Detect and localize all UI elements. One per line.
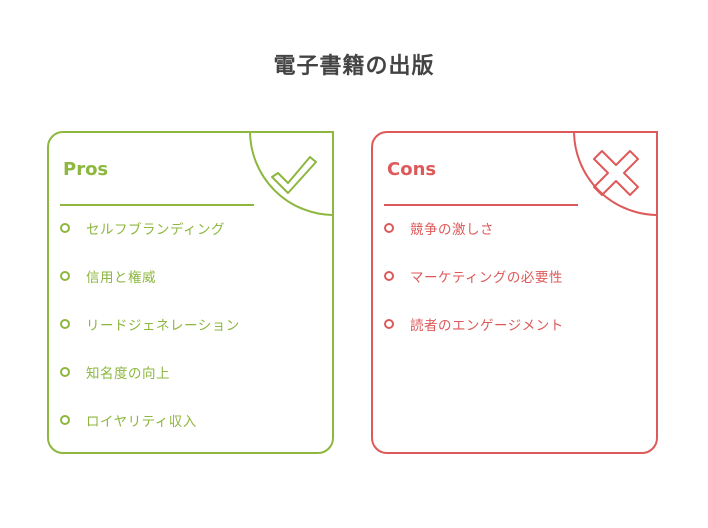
pros-item: リードジェネレーション	[60, 314, 240, 334]
circle-bullet-icon	[60, 415, 70, 425]
circle-bullet-icon	[60, 319, 70, 329]
check-icon	[271, 156, 317, 194]
circle-bullet-icon	[384, 319, 394, 329]
pros-item-label: 信用と権威	[86, 270, 156, 286]
circle-bullet-icon	[60, 271, 70, 281]
cons-item: 読者のエンゲージメント	[384, 314, 564, 334]
cons-item-label: マーケティングの必要性	[410, 270, 563, 286]
cons-item-label: 読者のエンゲージメント	[410, 318, 564, 334]
circle-bullet-icon	[60, 223, 70, 233]
cons-item-label: 競争の激しさ	[410, 222, 494, 238]
cross-icon	[593, 150, 639, 196]
pros-item: セルフブランディング	[60, 218, 225, 238]
cons-item: マーケティングの必要性	[384, 266, 563, 286]
page-title: 電子書籍の出版	[273, 54, 435, 79]
pros-item-label: 知名度の向上	[86, 366, 170, 382]
pros-item: 信用と権威	[60, 266, 156, 286]
circle-bullet-icon	[60, 367, 70, 377]
pros-item-label: ロイヤリティ収入	[86, 414, 197, 430]
circle-bullet-icon	[384, 223, 394, 233]
cons-divider	[384, 204, 578, 206]
pros-card: Pros セルフブランディング 信用と権威 リードジェネレーション 知名度の向上…	[47, 131, 334, 454]
circle-bullet-icon	[384, 271, 394, 281]
pros-heading: Pros	[63, 159, 109, 180]
pros-item: ロイヤリティ収入	[60, 410, 197, 430]
pros-item-label: リードジェネレーション	[86, 318, 240, 334]
pros-item: 知名度の向上	[60, 362, 170, 382]
pros-corner	[249, 133, 332, 216]
cons-card: Cons 競争の激しさ マーケティングの必要性 読者のエンゲージメント	[371, 131, 658, 454]
cons-corner	[573, 133, 656, 216]
cons-heading: Cons	[387, 159, 437, 180]
pros-divider	[60, 204, 254, 206]
pros-item-label: セルフブランディング	[86, 222, 226, 238]
cons-item: 競争の激しさ	[384, 218, 494, 238]
